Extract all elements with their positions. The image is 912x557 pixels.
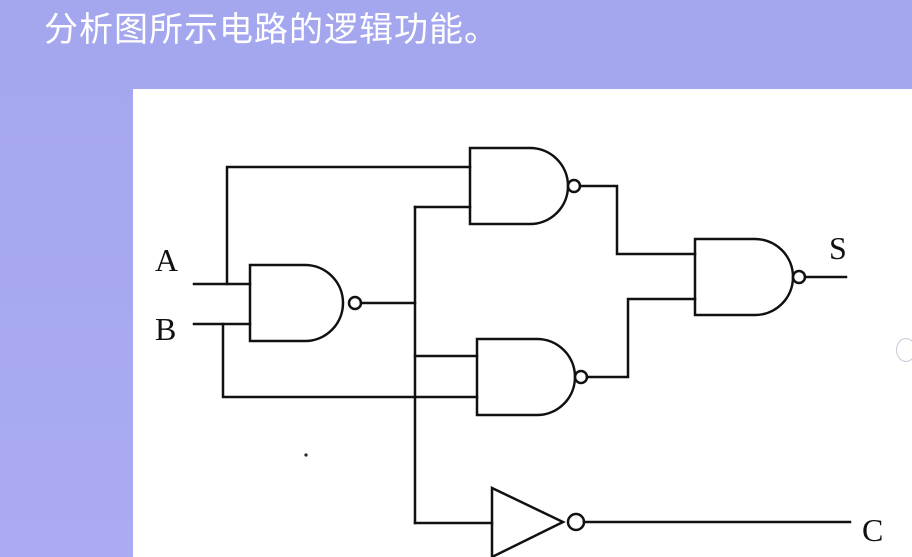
nand-gate-2 [468,146,570,226]
output-label-c: C [862,512,883,548]
nand-gate-1 [248,263,345,343]
nand-gate-4-bubble [791,269,807,285]
nand-gate-3-bubble [573,369,589,385]
input-label-b: B [155,311,176,347]
nand-gate-1-bubble [347,295,363,311]
wires [192,165,852,525]
nand-gate-4 [693,237,795,317]
nand-gate-2-bubble [566,178,582,194]
not-gate-bubble [566,512,586,532]
scroll-handle[interactable] [896,338,912,362]
stray-dot [304,453,308,457]
nand-gate-3 [475,337,577,417]
slide-title: 分析图所示电路的逻辑功能。 [44,10,499,50]
input-label-a: A [155,242,178,278]
not-gate [490,486,566,557]
output-label-s: S [829,230,847,266]
